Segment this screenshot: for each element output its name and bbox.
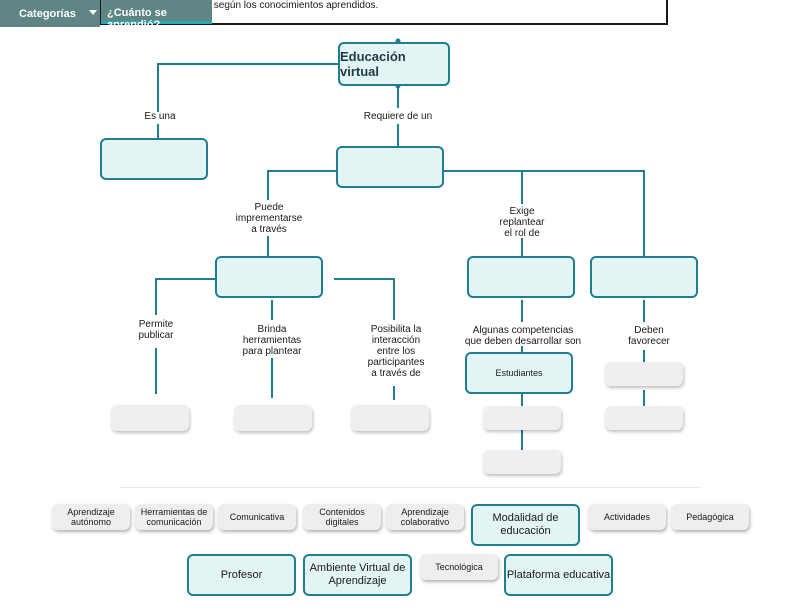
link-label-es-una: Es una (144, 111, 176, 122)
drop-slot-exige-1[interactable] (467, 256, 575, 298)
connector-exige (444, 170, 645, 256)
drop-slot-requiere[interactable] (336, 146, 444, 188)
placed-node-estudiantes-label: Estudiantes (495, 368, 543, 378)
drop-slot-exige-2[interactable] (590, 256, 698, 298)
connector-posibilita (334, 278, 395, 320)
connector-es-una (157, 63, 338, 112)
empty-slot-posibilita[interactable] (351, 405, 429, 431)
answer-chip-plataforma[interactable]: Plataforma educativa (504, 554, 613, 596)
link-label-competencias: Algunas competencias que deben desarroll… (464, 325, 582, 347)
instruction-text: s según los conocimientos aprendidos. (206, 0, 379, 11)
answer-chip-comunicativa[interactable]: Comunicativa (218, 504, 296, 530)
empty-slot-deben-1[interactable] (605, 362, 683, 386)
link-label-deben: Deben favorecer (628, 325, 670, 347)
connector-puede (267, 170, 336, 200)
answer-chip-aprendizaje-colaborativo[interactable]: Aprendizaje colaborativo (386, 504, 464, 530)
empty-slot-brinda[interactable] (234, 405, 312, 431)
link-label-requiere: Requiere de un (363, 111, 433, 122)
answer-chip-ambiente-virtual[interactable]: Ambiente Virtual de Aprendizaje (303, 554, 412, 596)
divider (120, 487, 700, 488)
empty-slot-competencias-2[interactable] (483, 450, 561, 474)
link-label-permite: Permite publicar (138, 319, 174, 341)
categories-label: Categorías (19, 8, 76, 20)
answer-chip-tecnologica[interactable]: Tecnológica (420, 554, 498, 580)
empty-slot-deben-2[interactable] (605, 406, 683, 430)
drop-slot-puede[interactable] (215, 256, 323, 298)
link-label-exige: Exige replantear el rol de (499, 206, 545, 239)
tab-cuanto-se-aprendio[interactable]: ¿Cuánto se aprendió? (101, 0, 212, 31)
answer-chip-aprendizaje-autonomo[interactable]: Aprendizaje autónomo (52, 504, 130, 530)
answer-chip-pedagogica[interactable]: Pedagógica (671, 504, 749, 530)
answer-chip-profesor[interactable]: Profesor (187, 554, 296, 596)
placed-node-estudiantes[interactable]: Estudiantes (465, 352, 573, 394)
tab-label: ¿Cuánto se aprendió? (107, 7, 167, 31)
categories-dropdown[interactable]: Categorías (0, 0, 100, 27)
chevron-down-icon (89, 10, 97, 15)
link-label-posibilita: Posibilita la interacción entre los part… (367, 324, 425, 379)
link-label-brinda: Brinda herramientas para plantear (242, 324, 302, 357)
link-label-puede: Puede imprementarse a través (235, 202, 303, 235)
drop-slot-es-una[interactable] (100, 138, 208, 180)
answer-chip-herramientas[interactable]: Herramientas de comunicación (135, 504, 213, 530)
empty-slot-permite[interactable] (111, 405, 189, 431)
root-node-label: Educación virtual (340, 49, 406, 79)
empty-slot-competencias-1[interactable] (483, 406, 561, 430)
answer-chip-actividades[interactable]: Actividades (588, 504, 666, 530)
root-node: Educación virtual (338, 42, 450, 86)
answer-chip-modalidad[interactable]: Modalidad de educación (471, 504, 580, 546)
connector-permite (155, 278, 215, 315)
answer-chip-contenidos[interactable]: Contenidos digitales (303, 504, 381, 530)
